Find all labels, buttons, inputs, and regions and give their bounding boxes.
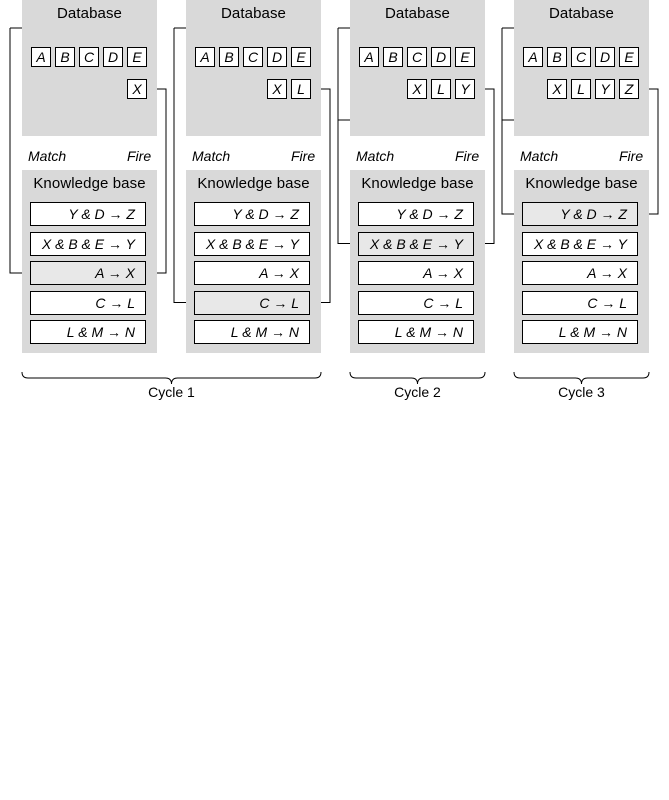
derived-fact-box: L: [291, 79, 311, 99]
cycle-label: Cycle 3: [558, 384, 605, 400]
derived-fact-box: L: [431, 79, 451, 99]
rule-box: L & M → N: [522, 320, 638, 344]
fact-box: D: [267, 47, 287, 67]
rule-box: L & M → N: [194, 320, 310, 344]
rule-box: X & B & E → Y: [358, 231, 474, 256]
database-title: Database: [56, 5, 122, 22]
cycle-brace: [21, 371, 322, 385]
database-panel: Database: [22, 0, 157, 136]
rule-box: C → L: [358, 290, 474, 315]
fact-box: C: [571, 47, 591, 67]
rule-box: L & M → N: [358, 320, 474, 344]
cycle-brace: [349, 371, 486, 385]
fact-box: D: [431, 47, 451, 67]
rule-box: Y & D → Z: [358, 202, 474, 226]
fire-label: Fire: [619, 148, 644, 164]
fact-box: B: [383, 47, 403, 67]
fact-box: B: [547, 47, 567, 67]
rule-box: X & B & E → Y: [30, 231, 146, 256]
database-title: Database: [220, 5, 286, 22]
match-label: Match: [192, 148, 231, 164]
fact-box: E: [455, 47, 475, 67]
fact-box: C: [79, 47, 99, 67]
rule-box: C → L: [522, 290, 638, 315]
fact-box: E: [127, 47, 147, 67]
fact-box: D: [103, 47, 123, 67]
rule-box: A → X: [358, 261, 474, 285]
database-title: Database: [548, 5, 614, 22]
derived-fact-box: Y: [595, 79, 615, 99]
knowledge-base-title: Knowledge base: [525, 175, 638, 192]
rule-box: A → X: [522, 261, 638, 285]
rule-box: C → L: [30, 290, 146, 315]
fact-box: A: [195, 47, 215, 67]
fact-box: E: [291, 47, 311, 67]
match-label: Match: [520, 148, 559, 164]
fact-box: B: [55, 47, 75, 67]
derived-fact-box: Z: [619, 79, 639, 99]
cycle-brace: [513, 371, 650, 385]
derived-fact-box: X: [267, 79, 287, 99]
derived-fact-box: X: [547, 79, 567, 99]
derived-fact-box: X: [127, 79, 147, 99]
rule-box: A → X: [194, 261, 310, 285]
rule-box: X & B & E → Y: [522, 231, 638, 256]
database-title: Database: [384, 5, 450, 22]
fact-box: C: [407, 47, 427, 67]
database-panel: Database: [186, 0, 321, 136]
knowledge-base-title: Knowledge base: [361, 175, 474, 192]
fact-box: A: [523, 47, 543, 67]
database-panel: Database: [514, 0, 649, 136]
rule-box: A → X: [30, 261, 146, 285]
rule-box: Y & D → Z: [522, 202, 638, 226]
cycle-label: Cycle 1: [148, 384, 195, 400]
fact-box: A: [31, 47, 51, 67]
fire-label: Fire: [455, 148, 480, 164]
derived-fact-box: X: [407, 79, 427, 99]
fact-box: A: [359, 47, 379, 67]
match-label: Match: [356, 148, 395, 164]
cycle-label: Cycle 2: [394, 384, 441, 400]
database-panel: Database: [350, 0, 485, 136]
rule-box: X & B & E → Y: [194, 231, 310, 256]
fact-box: C: [243, 47, 263, 67]
rule-box: Y & D → Z: [194, 202, 310, 226]
rule-box: Y & D → Z: [30, 202, 146, 226]
derived-fact-box: Y: [455, 79, 475, 99]
knowledge-base-title: Knowledge base: [197, 175, 310, 192]
derived-fact-box: L: [571, 79, 591, 99]
match-label: Match: [28, 148, 67, 164]
fire-label: Fire: [127, 148, 152, 164]
knowledge-base-title: Knowledge base: [33, 175, 146, 192]
fire-label: Fire: [291, 148, 316, 164]
fact-box: D: [595, 47, 615, 67]
fact-box: E: [619, 47, 639, 67]
rule-box: C → L: [194, 290, 310, 315]
fact-box: B: [219, 47, 239, 67]
rule-box: L & M → N: [30, 320, 146, 344]
